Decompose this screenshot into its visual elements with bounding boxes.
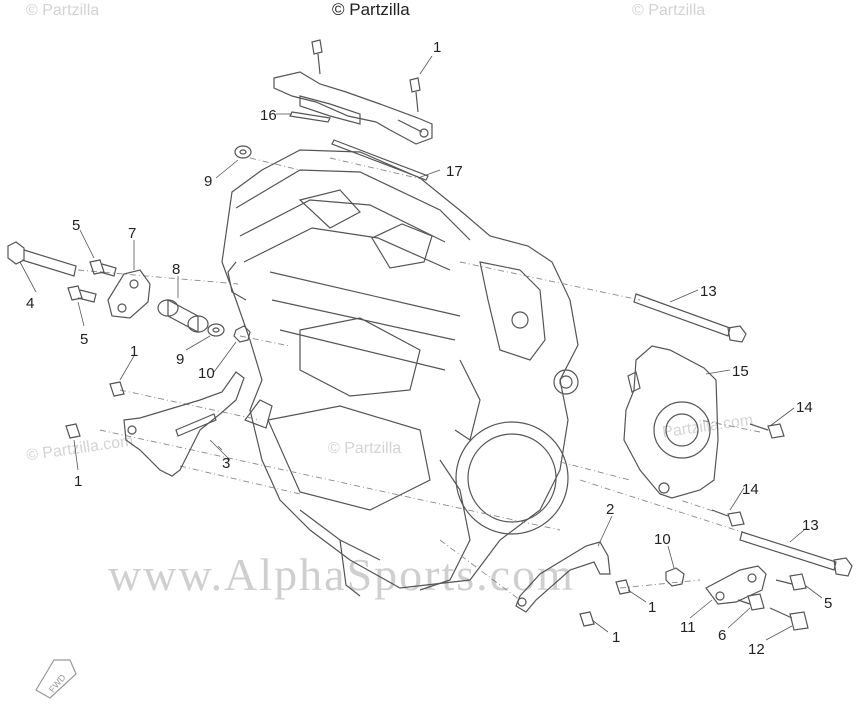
part-7-plate (107, 269, 151, 319)
callout-6: 6 (718, 627, 726, 644)
callout-17: 17 (446, 163, 463, 180)
callout-9: 9 (204, 173, 212, 190)
part-15-cover (623, 345, 719, 499)
callout-5: 5 (72, 217, 80, 234)
callout-3: 3 (222, 455, 230, 472)
part-3-bracket (123, 371, 245, 477)
part-11-plate (705, 565, 767, 605)
callouts: 1 16 17 9 5 7 4 5 8 9 10 1 3 1 13 15 14 … (26, 39, 832, 695)
bolt-1-right-upper (615, 579, 631, 595)
callout-1: 1 (130, 343, 138, 360)
part-17 (331, 139, 429, 181)
callout-4: 4 (26, 295, 34, 312)
callout-1: 1 (433, 39, 441, 56)
bolt-1-right-lower (579, 611, 595, 627)
top-mount-bracket (273, 71, 433, 145)
leader-lines (19, 55, 823, 641)
part-5-bolts-left (67, 259, 117, 303)
callout-1: 1 (74, 473, 82, 490)
fwd-arrow-icon (35, 659, 77, 699)
part-6-bolt (737, 593, 765, 611)
engine-block (221, 149, 579, 597)
callout-16: 16 (260, 107, 277, 124)
callout-10: 10 (198, 365, 215, 382)
part-4-bolt (7, 241, 77, 277)
nut-10-right (665, 567, 685, 587)
callout-1: 1 (648, 599, 656, 616)
part-14-bolt-lower (711, 509, 745, 527)
part-5-bolt-right (775, 573, 807, 591)
watermark-top-right: © Partzilla (632, 2, 706, 19)
callout-12: 12 (748, 641, 765, 658)
callout-8: 8 (172, 261, 180, 278)
callout-14: 14 (742, 481, 759, 498)
watermark-bottom-center: www.AlphaSports.com (108, 549, 575, 600)
part-2-bracket (515, 541, 611, 613)
callout-5: 5 (80, 331, 88, 348)
callout-9: 9 (176, 351, 184, 368)
bolt-1-left-upper (109, 381, 125, 397)
callout-14: 14 (796, 399, 813, 416)
watermark-mid-center: © Partzilla (328, 440, 402, 457)
part-8-spacer (157, 299, 209, 333)
top-bolts (311, 39, 421, 113)
watermark-top-left: © Partzilla (26, 2, 100, 19)
bolt-1-left-lower (65, 423, 81, 439)
callout-13: 13 (700, 283, 717, 300)
callout-5: 5 (824, 595, 832, 612)
callout-11: 11 (680, 619, 696, 636)
nut-10-left (233, 325, 251, 343)
callout-13: 13 (802, 517, 819, 534)
callout-1: 1 (612, 629, 620, 646)
part-16 (289, 111, 331, 123)
part-12-bolt (769, 607, 809, 631)
callout-10: 10 (654, 531, 671, 548)
callout-15: 15 (732, 363, 749, 380)
part-13-rod-lower (739, 531, 853, 577)
callout-7: 7 (128, 225, 136, 242)
washer-9-left (207, 323, 225, 337)
watermark-top: © Partzilla (332, 0, 410, 19)
part-13-rod-upper (633, 293, 747, 343)
part-14-bolt-upper (749, 423, 785, 439)
washer-9-top (234, 145, 252, 159)
callout-2: 2 (606, 501, 614, 518)
